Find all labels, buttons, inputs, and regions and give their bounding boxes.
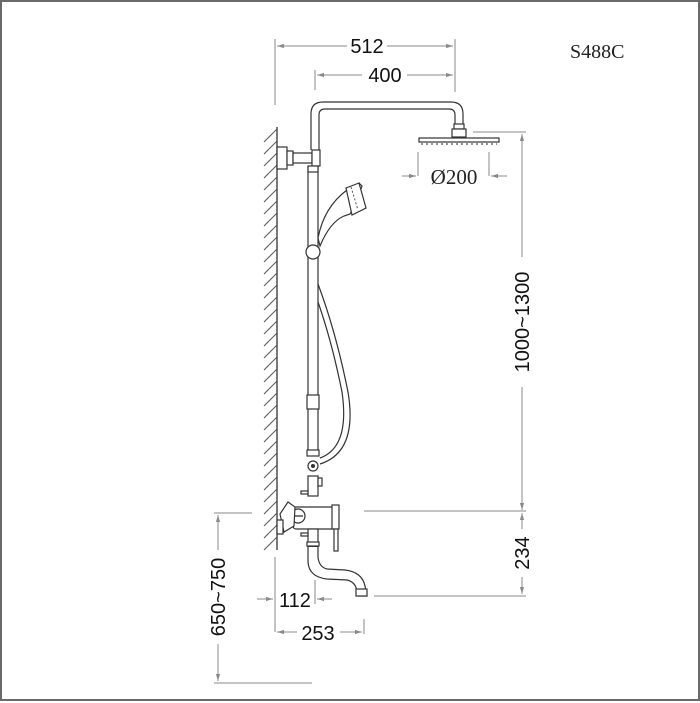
diverter bbox=[300, 460, 323, 497]
svg-text:253: 253 bbox=[301, 623, 334, 645]
svg-text:400: 400 bbox=[368, 65, 401, 87]
dim-wall-to-spout: 253 bbox=[277, 619, 365, 645]
svg-text:650~750: 650~750 bbox=[208, 558, 230, 636]
wall-bracket bbox=[276, 146, 321, 170]
svg-text:234: 234 bbox=[512, 536, 534, 569]
dim-spout-height: 234 bbox=[364, 510, 534, 597]
dim-arm-reach: 400 bbox=[314, 65, 453, 90]
wall-hatch bbox=[263, 127, 278, 551]
dim-overall-width: 512 bbox=[274, 36, 456, 105]
mixer-valve bbox=[276, 501, 340, 552]
slide-bracket bbox=[305, 244, 321, 260]
riser-pipe bbox=[306, 101, 464, 457]
bath-spout bbox=[307, 547, 368, 597]
svg-text:1000~1300: 1000~1300 bbox=[512, 272, 534, 373]
rain-shower-head bbox=[418, 123, 500, 145]
model-code: S488C bbox=[570, 41, 624, 63]
dim-head-diameter: Ø200 bbox=[402, 152, 507, 189]
svg-text:Ø200: Ø200 bbox=[431, 165, 478, 189]
hand-shower bbox=[317, 182, 367, 248]
dim-head-height: 1000~1300 bbox=[473, 131, 534, 510]
svg-text:512: 512 bbox=[350, 36, 383, 58]
shower-hose bbox=[317, 283, 351, 465]
svg-text:112: 112 bbox=[279, 590, 311, 612]
dim-wall-to-column: 112 bbox=[257, 557, 332, 632]
mixer-handle bbox=[333, 528, 339, 552]
dim-mixer-height: 650~750 bbox=[208, 512, 312, 684]
